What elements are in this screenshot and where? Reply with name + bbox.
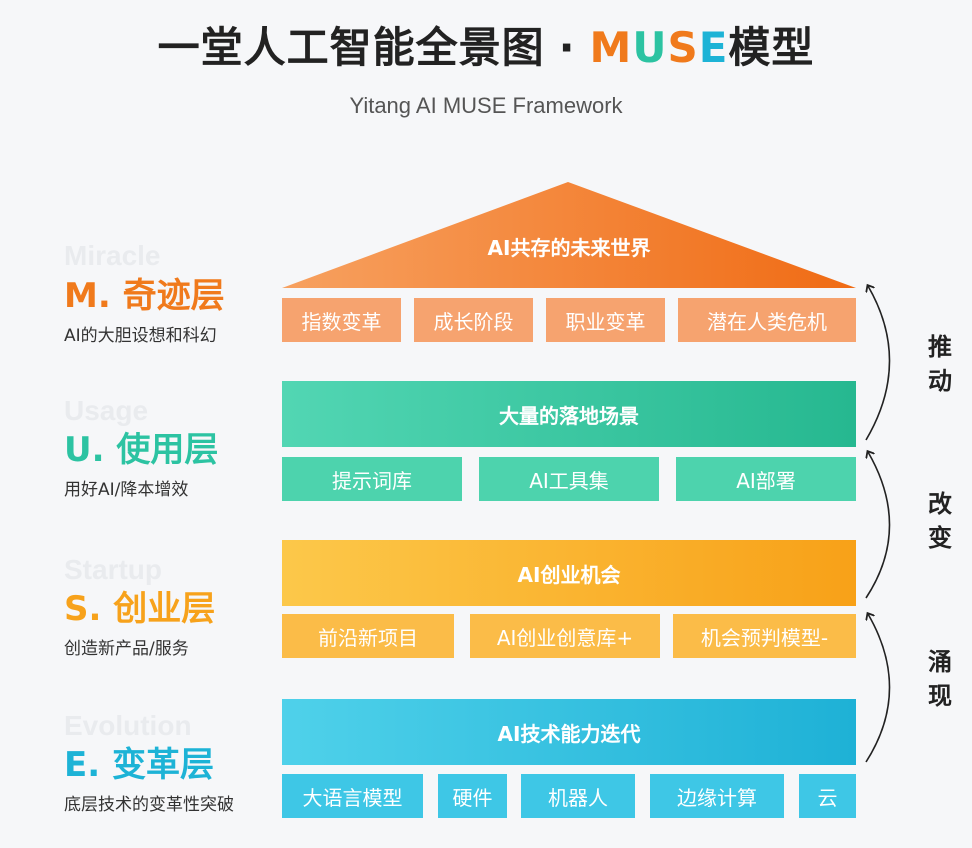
layer-title-u: U. 使用层 [64,430,219,470]
side-label-push-1: 推 [928,333,952,361]
ghost-word-evolution: Evolution [64,710,192,741]
m-box-career-change: 职业变革 [546,298,665,342]
s-box-frontier-projects: 前沿新项目 [282,614,454,658]
ghost-word-miracle: Miracle [64,240,161,271]
roof-triangle [282,182,856,288]
layer-label-s: S. 创业层 创造新产品/服务 [64,581,215,659]
layer-label-e: E. 变革层 底层技术的变革性突破 [64,737,234,815]
u-box-ai-toolset: AI工具集 [479,457,659,501]
side-label-emerge-1: 涌 [928,648,952,676]
layer-title-s: S. 创业层 [64,589,216,629]
title-main: 一堂人工智能全景图 [157,23,545,72]
page-subtitle: Yitang AI MUSE Framework [349,93,623,118]
layer-label-m: M. 奇迹层 AI的大胆设想和科幻 [64,268,225,346]
layer-desc-e: 底层技术的变革性突破 [64,795,234,815]
layer-desc-s: 创造新产品/服务 [64,639,189,659]
ghost-word-startup: Startup [64,554,162,585]
layer-title-e: E. 变革层 [64,745,214,785]
ghost-word-usage: Usage [64,395,149,426]
m-box-growth-stage: 成长阶段 [414,298,533,342]
e-box-robot: 机器人 [521,774,635,818]
e-box-cloud: 云 [799,774,856,818]
side-label-push: 推 动 [920,330,960,398]
m-box-exponential: 指数变革 [282,298,401,342]
side-label-change-2: 变 [928,524,952,552]
title-dot: · [558,23,576,72]
u-box-prompt-library: 提示词库 [282,457,462,501]
u-box-ai-deploy: AI部署 [676,457,856,501]
layer-desc-u: 用好AI/降本增效 [64,480,189,500]
side-label-emerge: 涌 现 [920,645,960,713]
u-bar: 大量的落地场景 [282,381,856,447]
s-bar: AI创业机会 [282,540,856,606]
layer-label-u: U. 使用层 用好AI/降本增效 [64,422,218,500]
title-letter-u: U [632,23,668,72]
e-box-hardware: 硬件 [438,774,507,818]
side-label-push-2: 动 [928,367,952,395]
title-letter-m: M [589,23,633,72]
arrow-emerge [866,614,891,763]
title-tail: 模型 [728,23,815,72]
title-letter-e: E [698,23,729,72]
title-letter-s: S [667,23,699,72]
e-box-llm: 大语言模型 [282,774,423,818]
s-box-idea-library: AI创业创意库+ [470,614,660,658]
e-box-edge-computing: 边缘计算 [650,774,784,818]
side-label-change-1: 改 [928,490,952,518]
arrow-push [866,286,891,441]
layer-title-m: M. 奇迹层 [64,276,225,316]
page-title: 一堂人工智能全景图 · MUSE模型 [0,14,972,75]
m-bar-label: AI共存的未来世界 [487,236,651,260]
arrow-change [866,452,891,599]
side-label-emerge-2: 现 [928,682,952,710]
e-bar: AI技术能力迭代 [282,699,856,765]
s-box-opportunity-model: 机会预判模型- [673,614,856,658]
m-box-human-crisis: 潜在人类危机 [678,298,856,342]
layer-desc-m: AI的大胆设想和科幻 [64,326,217,346]
side-label-change: 改 变 [920,487,960,555]
